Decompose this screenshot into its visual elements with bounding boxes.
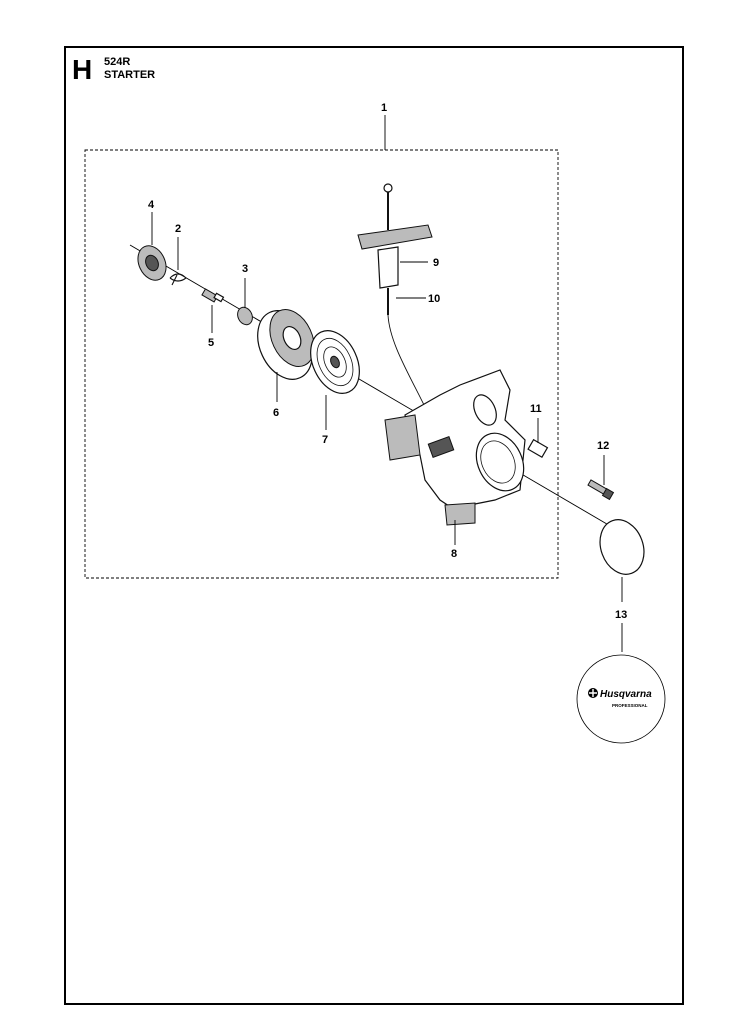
callout-3: 3	[242, 263, 248, 275]
part-9-starter-handle	[357, 183, 433, 289]
part-7-recoil-spring	[310, 330, 360, 394]
callout-10: 10	[428, 293, 440, 305]
part-2-spring-clip	[169, 273, 187, 286]
callout-13: 13	[615, 609, 627, 621]
callout-9: 9	[433, 257, 439, 269]
model-number: 524R	[104, 56, 131, 68]
part-11-sleeve	[527, 438, 549, 459]
part-4-pawl-carrier	[137, 245, 167, 281]
part-5-screw	[201, 288, 225, 303]
callout-8: 8	[451, 548, 457, 560]
assembly-group-box	[84, 149, 559, 579]
page-frame	[64, 46, 684, 1005]
part-12-bolt	[587, 479, 615, 501]
decal-subtitle: PROFESSIONAL	[612, 703, 648, 708]
callout-4: 4	[148, 199, 155, 211]
part-13-decal	[599, 519, 645, 575]
callout-2: 2	[175, 223, 181, 235]
callout-1: 1	[381, 102, 387, 114]
callout-7: 7	[322, 434, 328, 446]
decal-detail: Husqvarna PROFESSIONAL	[576, 654, 666, 744]
part-8-starter-housing	[384, 369, 526, 526]
callout-11: 11	[530, 403, 542, 415]
callout-12: 12	[597, 440, 609, 452]
section-title: STARTER	[104, 69, 156, 81]
decal-brand: Husqvarna	[600, 689, 652, 700]
callout-6: 6	[273, 407, 279, 419]
part-3-washer	[237, 306, 253, 326]
husqvarna-logo-icon	[588, 688, 598, 698]
callout-5: 5	[208, 337, 214, 349]
section-letter: H	[72, 54, 93, 85]
part-6-rope-pulley	[257, 309, 315, 380]
